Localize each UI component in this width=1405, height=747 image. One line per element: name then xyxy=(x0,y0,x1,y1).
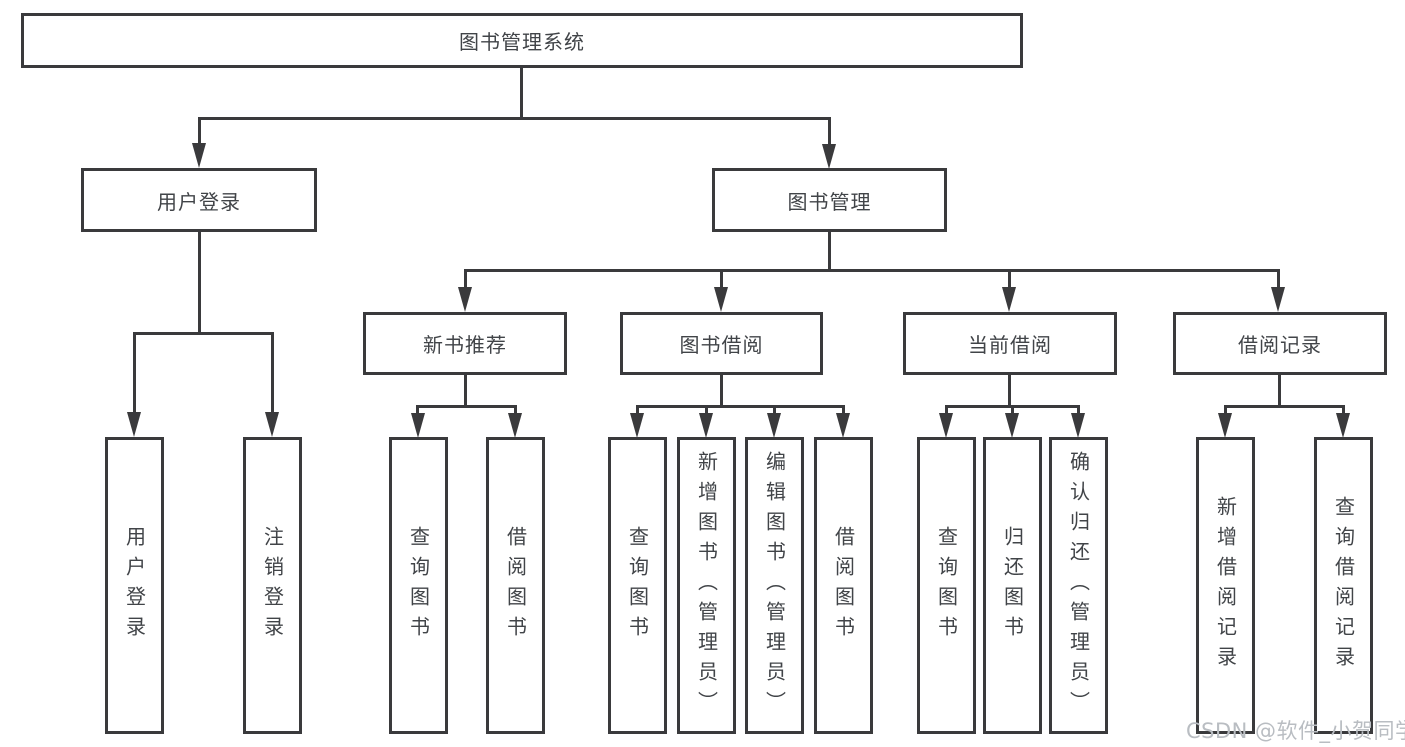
connector-line xyxy=(1277,269,1280,289)
watermark: CSDN @软件_小贺同学 xyxy=(1186,719,1405,743)
node-label: 归还图书 xyxy=(1000,525,1025,646)
leaf-edit-books-admin: 编辑图书（管理员） xyxy=(745,437,804,734)
node-label: 用户登录 xyxy=(122,525,147,646)
node-label: 图书借阅 xyxy=(679,333,764,357)
connector-line xyxy=(514,405,517,415)
node-new-book-recommend: 新书推荐 xyxy=(363,312,567,375)
leaf-add-books-admin: 新增图书（管理员） xyxy=(677,437,736,734)
node-label: 确认归还（管理员） xyxy=(1066,450,1091,721)
node-borrow-records: 借阅记录 xyxy=(1173,312,1387,375)
connector-line xyxy=(1008,375,1011,408)
connector-line xyxy=(464,375,467,408)
node-label: 新增借阅记录 xyxy=(1213,495,1238,676)
connector-line xyxy=(1278,375,1281,408)
node-label: 查询借阅记录 xyxy=(1331,495,1356,676)
connector-line xyxy=(1077,405,1080,415)
connector-line xyxy=(705,405,708,415)
node-library-system: 图书管理系统 xyxy=(21,13,1023,68)
arrow-down-icon xyxy=(458,287,472,312)
connector-line xyxy=(271,332,274,413)
node-label: 查询图书 xyxy=(934,525,959,646)
arrow-down-icon xyxy=(1002,287,1016,312)
connector-line xyxy=(1342,405,1345,415)
connector-line xyxy=(1011,405,1014,415)
node-label: 图书管理系统 xyxy=(459,30,585,54)
connector-line xyxy=(198,232,201,335)
node-label: 借阅图书 xyxy=(831,525,856,646)
connector-line xyxy=(1224,405,1227,415)
node-label: 新书推荐 xyxy=(423,333,507,357)
connector-line xyxy=(828,232,831,272)
node-label: 查询图书 xyxy=(406,525,431,646)
leaf-confirm-return-admin: 确认归还（管理员） xyxy=(1049,437,1108,734)
arrow-down-icon xyxy=(508,413,522,438)
arrow-down-icon xyxy=(1336,413,1350,438)
connector-line xyxy=(636,405,639,415)
node-label: 新增图书（管理员） xyxy=(694,450,719,721)
connector-line xyxy=(198,117,201,145)
node-label: 注销登录 xyxy=(260,525,285,646)
arrow-down-icon xyxy=(939,413,953,438)
connector-line xyxy=(464,269,467,289)
arrow-down-icon xyxy=(1271,287,1285,312)
leaf-query-books-borrow: 查询图书 xyxy=(608,437,667,734)
leaf-query-borrow-record: 查询借阅记录 xyxy=(1314,437,1373,734)
connector-line xyxy=(842,405,845,415)
leaf-user-login: 用户登录 xyxy=(105,437,164,734)
connector-line xyxy=(464,269,1280,272)
node-label: 借阅记录 xyxy=(1238,333,1322,357)
arrow-down-icon xyxy=(1005,413,1019,438)
node-label: 借阅图书 xyxy=(503,525,528,646)
arrow-down-icon xyxy=(699,413,713,438)
node-user-login: 用户登录 xyxy=(81,168,317,232)
connector-line xyxy=(133,332,274,335)
node-label: 当前借阅 xyxy=(968,333,1052,357)
node-current-borrow: 当前借阅 xyxy=(903,312,1117,375)
node-label: 用户登录 xyxy=(157,189,241,214)
arrow-down-icon xyxy=(836,413,850,438)
node-label: 编辑图书（管理员） xyxy=(762,450,787,721)
leaf-logout: 注销登录 xyxy=(243,437,302,734)
connector-line xyxy=(636,405,845,408)
connector-line xyxy=(417,405,517,408)
node-book-borrow: 图书借阅 xyxy=(620,312,823,375)
connector-line xyxy=(1008,269,1011,289)
connector-line xyxy=(720,375,723,408)
connector-line xyxy=(133,332,136,413)
connector-line xyxy=(416,405,419,415)
arrow-down-icon xyxy=(714,287,728,312)
leaf-return-books: 归还图书 xyxy=(983,437,1042,734)
leaf-borrow-books-recommend: 借阅图书 xyxy=(486,437,545,734)
arrow-down-icon xyxy=(127,412,141,437)
leaf-add-borrow-record: 新增借阅记录 xyxy=(1196,437,1255,734)
arrow-down-icon xyxy=(265,412,279,437)
connector-line xyxy=(828,117,831,145)
connector-line xyxy=(773,405,776,415)
node-label: 查询图书 xyxy=(625,525,650,646)
connector-line xyxy=(720,269,723,289)
arrow-down-icon xyxy=(630,413,644,438)
leaf-borrow-books: 借阅图书 xyxy=(814,437,873,734)
connector-line xyxy=(198,117,831,120)
node-book-management: 图书管理 xyxy=(712,168,947,232)
arrow-down-icon xyxy=(767,413,781,438)
leaf-query-books-current: 查询图书 xyxy=(917,437,976,734)
leaf-query-books-recommend: 查询图书 xyxy=(389,437,448,734)
connector-line xyxy=(520,68,523,118)
arrow-down-icon xyxy=(411,413,425,438)
arrow-down-icon xyxy=(822,144,836,169)
arrow-down-icon xyxy=(1071,413,1085,438)
arrow-down-icon xyxy=(1218,413,1232,438)
connector-line xyxy=(1224,405,1344,408)
connector-line xyxy=(945,405,948,415)
arrow-down-icon xyxy=(192,143,206,168)
node-label: 图书管理 xyxy=(787,189,872,214)
